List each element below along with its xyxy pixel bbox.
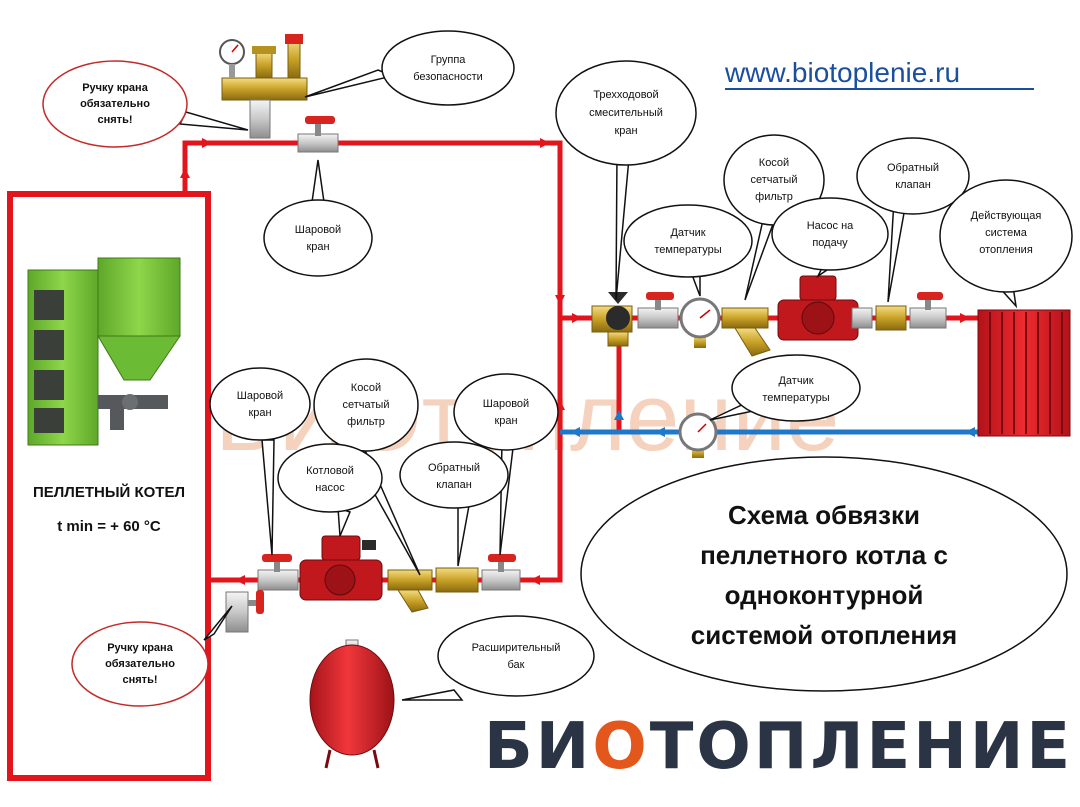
scheme-title-line-2: пеллетного котла с [700,540,948,570]
site-url-underline [725,88,1034,90]
biotoplenie-logo: БИОТОПЛЕНИЕ [484,710,1073,784]
thermometer-return-image [678,412,718,458]
svg-text:Датчик: Датчик [778,375,813,387]
callout-three-way-valve: Трехходовой смесительный кран [555,60,697,166]
svg-text:температуры: температуры [762,392,829,404]
svg-text:кран: кран [248,407,271,419]
boiler-pump-image [299,535,383,601]
boiler-min-temp: t min = + 60 °C [57,518,161,535]
svg-text:Шаровой: Шаровой [483,398,529,410]
svg-text:Обратный: Обратный [887,162,939,174]
callout-heating-system: Действующая система отопления [939,179,1073,293]
svg-text:кран: кран [614,125,637,137]
svg-text:сетчатый: сетчатый [751,174,798,186]
three-way-valve-image [591,292,633,347]
logo-part-1: БИ [484,710,592,784]
svg-text:Косой: Косой [351,382,381,394]
callout-check-valve-return: Обратный клапан [399,441,509,509]
callout-supply-pump: Насос на подачу [771,197,889,271]
svg-text:смесительный: смесительный [589,107,663,119]
callout-temp-sensor-supply: Датчик температуры [623,204,753,278]
ball-valve-supply-image [637,292,679,329]
svg-text:Ручку крана: Ручку крана [82,82,149,94]
svg-text:клапан: клапан [895,179,931,191]
svg-text:Трехходовой: Трехходовой [593,89,658,101]
callout-check-valve-supply: Обратный клапан [856,137,970,215]
pellet-boiler-image [27,257,181,446]
svg-text:Группа: Группа [431,54,467,66]
site-url-link[interactable]: www.biotoplenie.ru [724,57,960,88]
svg-text:кран: кран [494,415,517,427]
svg-text:Косой: Косой [759,157,789,169]
svg-text:система: система [985,227,1028,239]
svg-text:подачу: подачу [812,237,848,249]
supply-pump-image [777,275,873,341]
callout-y-filter-return: Косой сетчатый фильтр [313,358,419,452]
svg-text:БИОТОПЛЕНИЕ: БИОТОПЛЕНИЕ [484,710,1073,784]
callout-ball-valve-top: Шаровой кран [263,199,373,277]
scheme-title-line-3: одноконтурной [725,580,924,610]
svg-text:Насос на: Насос на [807,220,854,232]
boiler-label: ПЕЛЛЕТНЫЙ КОТЕЛ [33,483,185,501]
svg-text:Обратный: Обратный [428,462,480,474]
svg-text:снять!: снять! [98,114,133,126]
svg-text:Действующая: Действующая [971,210,1042,222]
svg-text:насос: насос [315,482,345,494]
svg-text:кран: кран [306,241,329,253]
callout-temp-sensor-return: Датчик температуры [731,354,861,422]
svg-text:бак: бак [508,659,525,671]
radiator-image [977,309,1071,437]
svg-text:фильтр: фильтр [755,191,793,203]
svg-text:фильтр: фильтр [347,416,385,428]
boiler-frame [7,191,211,781]
svg-text:Шаровой: Шаровой [295,224,341,236]
ball-valve-top-image [297,116,339,153]
svg-text:Ручку крана: Ручку крана [107,642,174,654]
logo-part-2: О [592,710,649,784]
svg-text:температуры: температуры [654,244,721,256]
callout-remove-handle-bottom: Ручку крана обязательно снять! [71,621,209,707]
logo-part-3: ТОПЛЕНИЕ [650,710,1073,784]
svg-text:безопасности: безопасности [413,71,483,83]
callout-boiler-pump: Котловой насос [277,443,383,513]
callout-ball-valve-left: Шаровой кран [209,367,311,441]
callout-expansion-tank: Расширительный бак [437,615,595,697]
scheme-title-line-1: Схема обвязки [728,500,920,530]
check-valve-return-image [435,567,479,593]
svg-text:Котловой: Котловой [306,465,354,477]
ball-valve-right-image [481,554,521,591]
callout-ball-valve-right: Шаровой кран [453,373,559,451]
svg-text:отопления: отопления [979,244,1033,256]
svg-text:обязательно: обязательно [105,658,175,670]
svg-text:Расширительный: Расширительный [472,642,561,654]
callout-y-filter-supply: Косой сетчатый фильтр [723,134,825,226]
callout-remove-handle-top: Ручку крана обязательно снять! [42,60,188,148]
y-filter-return-image [387,569,433,613]
safety-group-image [219,34,308,139]
y-filter-supply-image [721,307,771,357]
scheme-title-block: Схема обвязки пеллетного котла с однокон… [580,456,1068,692]
ball-valve-radiator-image [909,292,947,329]
svg-text:снять!: снять! [123,674,158,686]
svg-text:Шаровой: Шаровой [237,390,283,402]
svg-text:клапан: клапан [436,479,472,491]
thermometer-supply-image [679,297,721,348]
svg-text:обязательно: обязательно [80,98,150,110]
ball-valve-left-image [257,554,299,591]
svg-text:сетчатый: сетчатый [343,399,390,411]
bottom-tee-valve-image [225,590,264,633]
scheme-title-line-4: системой отопления [691,620,957,650]
expansion-tank-image [309,639,395,769]
callout-safety-group: Группа безопасности [381,30,515,106]
svg-text:Датчик: Датчик [670,227,705,239]
check-valve-supply-image [875,305,907,331]
